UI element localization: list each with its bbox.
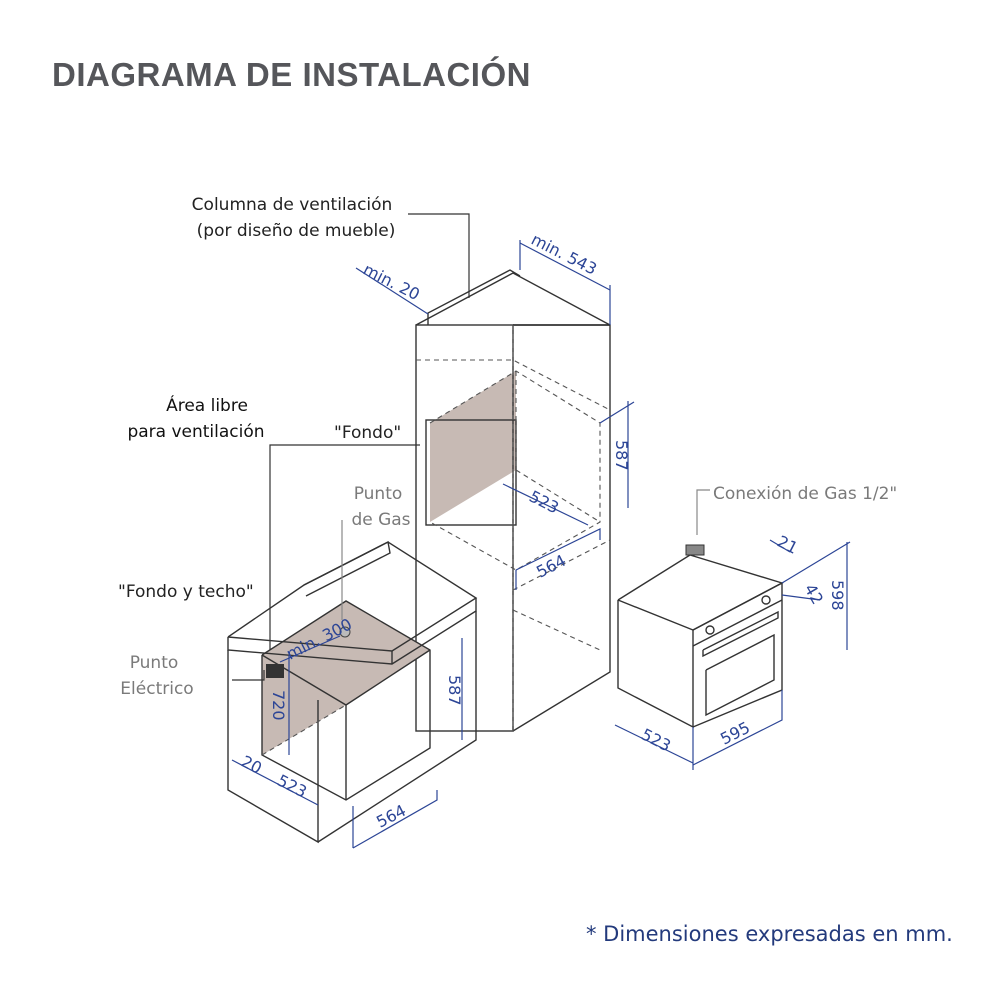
fondo-techo-label: "Fondo y techo" <box>118 582 254 602</box>
dimension-texts: min. 20 min. 543 587 523 564 min. 300 72… <box>238 230 847 832</box>
dim-tall-min543: min. 543 <box>528 230 600 279</box>
dim-base-587: 587 <box>445 675 464 706</box>
electric-point-label-line1: Punto <box>130 653 179 673</box>
dim-tall-564: 564 <box>533 551 569 582</box>
gas-connector-icon <box>685 544 705 556</box>
fondo-shaded-area <box>430 371 516 522</box>
dim-oven-42: 42 <box>801 581 828 608</box>
dim-oven-21: 21 <box>774 532 801 558</box>
labels: Columna de ventilación (por diseño de mu… <box>118 195 897 699</box>
column-label-line2: (por diseño de mueble) <box>197 221 396 241</box>
electric-outlet-icon <box>266 664 284 678</box>
gas-connection-label: Conexión de Gas 1/2" <box>713 484 897 504</box>
gas-point-label-line1: Punto <box>354 484 403 504</box>
dim-base-20: 20 <box>238 752 265 778</box>
page-title: DIAGRAMA DE INSTALACIÓN <box>52 56 531 93</box>
dim-base-523: 523 <box>274 771 310 802</box>
free-area-label-line1: Área libre <box>166 394 248 416</box>
dim-tall-523: 523 <box>526 487 562 518</box>
gas-point-icon <box>339 626 351 638</box>
base-cabinet <box>227 540 478 844</box>
leader-lines <box>232 213 710 681</box>
dim-tall-587: 587 <box>612 440 631 471</box>
gas-point-label-line2: de Gas <box>351 510 410 530</box>
electric-point-label-line2: Eléctrico <box>120 679 193 699</box>
column-label-line1: Columna de ventilación <box>192 195 393 215</box>
fondo-techo-shaded-area <box>262 601 430 755</box>
units-note: * Dimensiones expresadas en mm. <box>586 922 953 946</box>
oven <box>617 544 784 729</box>
dim-tall-min20: min. 20 <box>360 260 423 304</box>
dim-oven-598: 598 <box>828 580 847 611</box>
dim-base-720: 720 <box>269 690 288 721</box>
free-area-label-line2: para ventilación <box>127 422 264 442</box>
fondo-label: "Fondo" <box>334 423 401 443</box>
dim-base-564: 564 <box>373 801 409 832</box>
dimension-lines <box>231 240 851 849</box>
tall-column-cabinet <box>415 269 611 732</box>
